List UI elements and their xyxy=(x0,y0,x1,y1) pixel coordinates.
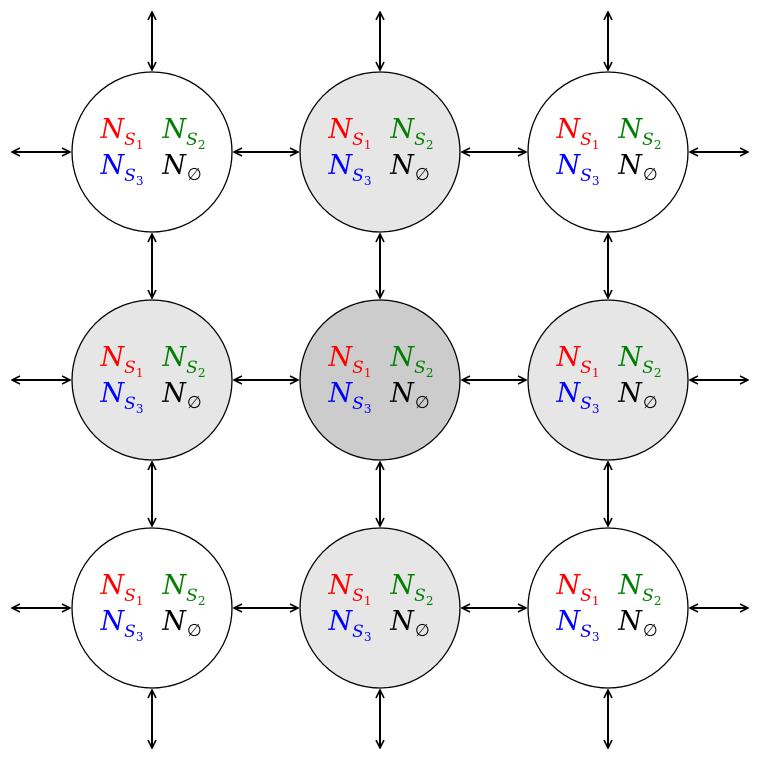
label-n-s1: NS1 xyxy=(556,342,600,380)
label-n-s2: NS2 xyxy=(618,570,662,608)
label-n-s1: NS1 xyxy=(328,114,372,152)
label-n-s3: NS3 xyxy=(556,606,600,644)
node-circle xyxy=(71,71,233,233)
label-n-empty: N∅ xyxy=(617,150,657,185)
label-n-s1: NS1 xyxy=(100,342,144,380)
label-n-s3: NS3 xyxy=(556,150,600,188)
node-circle xyxy=(71,527,233,689)
node-circle xyxy=(527,71,689,233)
label-n-s3: NS3 xyxy=(328,606,372,644)
label-n-empty: N∅ xyxy=(389,150,429,185)
label-n-s1: NS1 xyxy=(556,570,600,608)
label-n-empty: N∅ xyxy=(161,150,201,185)
arrows-layer xyxy=(12,12,748,748)
label-n-s2: NS2 xyxy=(162,570,206,608)
label-n-s2: NS2 xyxy=(390,570,434,608)
label-n-s2: NS2 xyxy=(390,342,434,380)
label-n-s1: NS1 xyxy=(100,114,144,152)
label-n-s1: NS1 xyxy=(556,114,600,152)
label-n-s2: NS2 xyxy=(162,342,206,380)
label-n-empty: N∅ xyxy=(617,378,657,413)
label-n-s2: NS2 xyxy=(618,342,662,380)
label-n-s2: NS2 xyxy=(390,114,434,152)
label-n-s1: NS1 xyxy=(328,570,372,608)
label-n-s3: NS3 xyxy=(556,378,600,416)
label-n-empty: N∅ xyxy=(161,606,201,641)
label-n-s3: NS3 xyxy=(100,150,144,188)
label-n-s1: NS1 xyxy=(100,570,144,608)
label-n-s3: NS3 xyxy=(100,606,144,644)
label-n-s2: NS2 xyxy=(618,114,662,152)
node-circle xyxy=(299,527,461,689)
label-n-empty: N∅ xyxy=(389,378,429,413)
label-n-s3: NS3 xyxy=(328,150,372,188)
label-n-empty: N∅ xyxy=(161,378,201,413)
node-circle xyxy=(299,71,461,233)
label-n-s3: NS3 xyxy=(100,378,144,416)
node-circle xyxy=(527,527,689,689)
label-n-empty: N∅ xyxy=(617,606,657,641)
node-circle xyxy=(71,299,233,461)
node-circle xyxy=(527,299,689,461)
label-n-empty: N∅ xyxy=(389,606,429,641)
label-n-s3: NS3 xyxy=(328,378,372,416)
label-n-s2: NS2 xyxy=(162,114,206,152)
node-circle xyxy=(299,299,461,461)
label-n-s1: NS1 xyxy=(328,342,372,380)
